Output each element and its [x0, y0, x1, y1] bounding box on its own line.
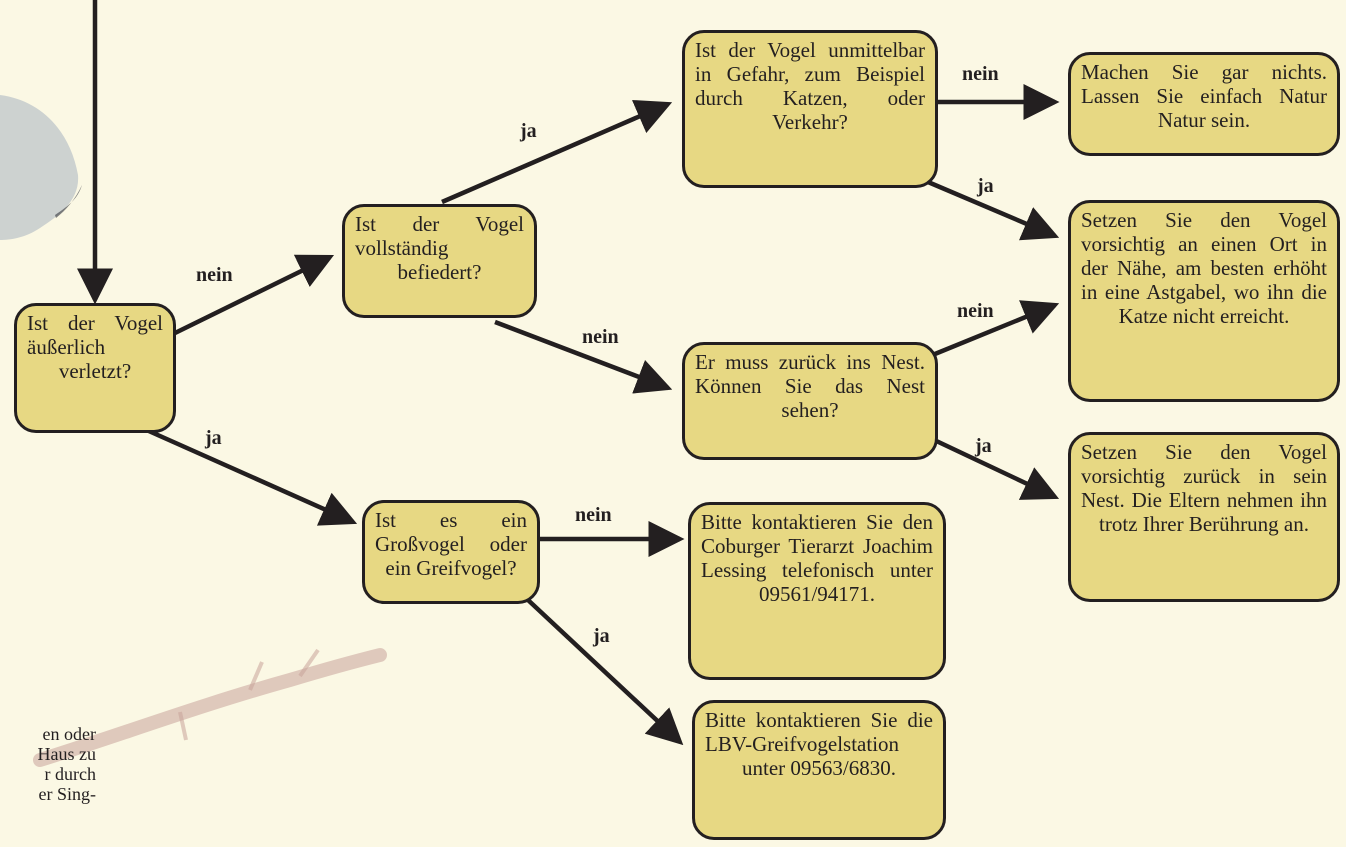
node-place-safe: Setzen Sie den Vogel vorsichtig an einen… [1068, 200, 1340, 402]
node-text: Ist es ein Großvogel oder ein Greifvogel… [375, 508, 527, 580]
arrow-feathered-to-danger [441, 100, 673, 205]
arrow-raptor-to-lbv [526, 598, 684, 746]
branch-thorn [248, 661, 264, 691]
node-raptor-question: Ist es ein Großvogel oder ein Greifvogel… [362, 500, 540, 604]
node-danger-question: Ist der Vogel un­mittelbar in Gefahr, zu… [682, 30, 938, 188]
node-text: Bitte kontaktieren Sie die LBV-Greif­vog… [705, 708, 933, 780]
node-contact-lbv: Bitte kontaktieren Sie die LBV-Greif­vog… [692, 700, 946, 840]
node-nest-question: Er muss zurück ins Nest. Können Sie das … [682, 342, 938, 460]
node-injured-question: Ist der Vogel äußer­lich verletzt? [14, 303, 176, 433]
arrow-nest-to-back-in-nest [929, 435, 1060, 500]
node-feathered-question: Ist der Vo­gel vollständig befiedert? [342, 204, 537, 318]
node-text: Ist der Vogel äußer­lich verletzt? [27, 311, 163, 383]
label-raptor-no: nein [575, 504, 612, 526]
arrow-injured-to-feathered [174, 254, 335, 336]
node-text: Setzen Sie den Vo­gel vorsichtig zurück … [1081, 440, 1327, 536]
cropped-side-text: en oder Haus zu r durch er Sing- [37, 724, 96, 804]
node-text: Machen Sie gar nichts. Lassen Sie ein­fa… [1081, 60, 1327, 132]
label-feathered-no: nein [582, 326, 619, 348]
node-contact-vet: Bitte kontaktie­ren Sie den Coburger Tie… [688, 502, 946, 680]
arrow-nest-to-place-safe [929, 300, 1060, 359]
label-injured-yes: ja [205, 427, 222, 449]
node-text: Er muss zurück ins Nest. Können Sie das … [695, 350, 925, 422]
node-text: Ist der Vo­gel vollständig befiedert? [355, 212, 524, 284]
label-raptor-yes: ja [593, 625, 610, 647]
label-danger-no: nein [962, 63, 999, 85]
arrow-danger-to-place-safe [927, 179, 1060, 241]
node-back-in-nest: Setzen Sie den Vo­gel vorsichtig zurück … [1068, 432, 1340, 602]
arrow-feathered-to-nest [494, 319, 673, 394]
branch-thorn [178, 711, 188, 741]
bird-head-decoration [0, 95, 79, 240]
node-text: Setzen Sie den Vogel vorsichtig an einen… [1081, 208, 1327, 328]
node-do-nothing: Machen Sie gar nichts. Lassen Sie ein­fa… [1068, 52, 1340, 156]
bird-beak-decoration [55, 185, 82, 218]
label-nest-no: nein [957, 300, 994, 322]
label-danger-yes: ja [977, 175, 994, 197]
arrow-injured-to-raptor [141, 425, 358, 526]
label-injured-no: nein [196, 264, 233, 286]
branch-decoration [33, 648, 387, 767]
label-feathered-yes: ja [520, 120, 537, 142]
node-text: Ist der Vogel un­mittelbar in Gefahr, zu… [695, 38, 925, 134]
label-nest-yes: ja [975, 435, 992, 457]
branch-thorn [298, 648, 320, 678]
node-text: Bitte kontaktie­ren Sie den Coburger Tie… [701, 510, 933, 606]
